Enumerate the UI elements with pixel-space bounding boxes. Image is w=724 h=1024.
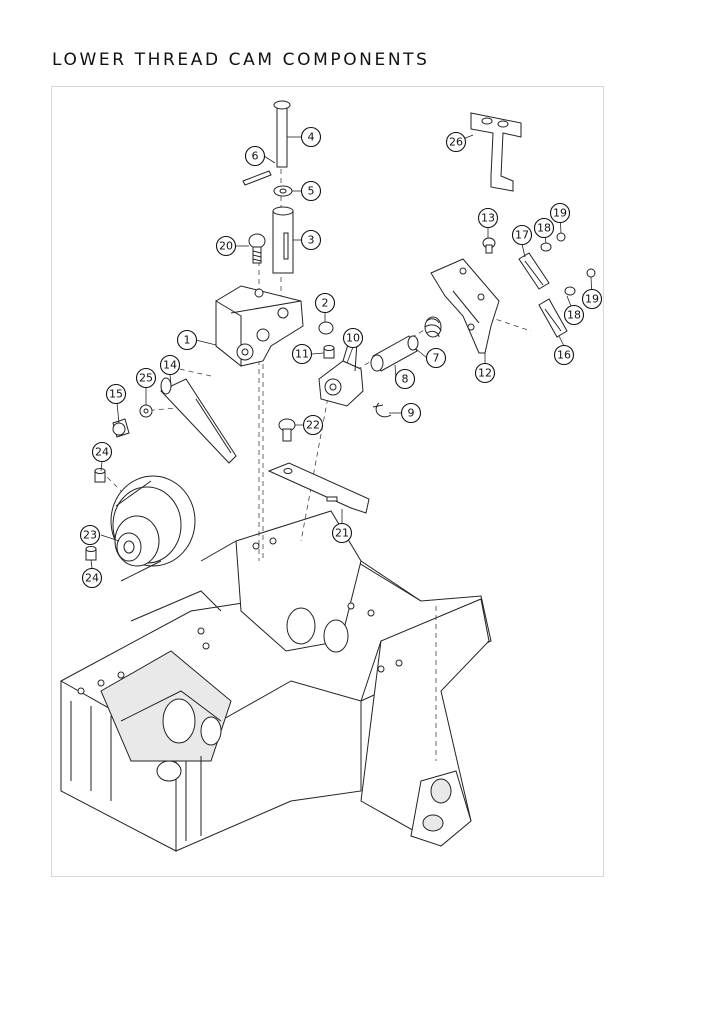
svg-text:5: 5: [308, 185, 315, 198]
svg-text:8: 8: [402, 373, 409, 386]
svg-text:2: 2: [322, 297, 329, 310]
svg-text:13: 13: [481, 212, 495, 225]
callout-19-upper: 19: [549, 202, 571, 224]
callout-26: 26: [445, 131, 467, 153]
callout-8: 8: [394, 368, 416, 390]
svg-text:10: 10: [346, 332, 360, 345]
callout-24-lower: 24: [81, 567, 103, 589]
svg-text:26: 26: [449, 136, 463, 149]
svg-text:14: 14: [163, 359, 177, 372]
callout-22: 22: [302, 414, 324, 436]
diagram-frame: 1 2 3 4 5 6 7 8 9 10 11 12 13 14 15 16 1…: [51, 86, 604, 877]
part-22-screw: [278, 418, 296, 442]
machine-bed: [60, 510, 492, 852]
svg-text:20: 20: [219, 240, 233, 253]
svg-text:19: 19: [553, 207, 567, 220]
part-3-sleeve: [272, 206, 294, 274]
part-14-lever: [160, 377, 237, 464]
svg-text:6: 6: [252, 150, 259, 163]
svg-text:25: 25: [139, 372, 153, 385]
callout-11: 11: [291, 343, 313, 365]
callout-7: 7: [425, 347, 447, 369]
part-16-slide: [538, 298, 568, 338]
part-12-plate: [430, 258, 500, 354]
svg-text:7: 7: [433, 352, 440, 365]
callout-19-lower: 19: [581, 288, 603, 310]
part-18-19-hardware: [540, 232, 596, 296]
callout-12: 12: [474, 362, 496, 384]
svg-text:18: 18: [537, 222, 551, 235]
svg-text:21: 21: [335, 527, 349, 540]
page-title: LOWER THREAD CAM COMPONENTS: [52, 50, 430, 70]
callout-10: 10: [342, 327, 364, 349]
callout-16: 16: [553, 344, 575, 366]
part-13-screw: [482, 237, 496, 254]
svg-text:22: 22: [306, 419, 320, 432]
svg-text:16: 16: [557, 349, 571, 362]
callout-25: 25: [135, 367, 157, 389]
svg-text:19: 19: [585, 293, 599, 306]
svg-text:15: 15: [109, 388, 123, 401]
part-7-spring: [424, 316, 442, 338]
svg-text:4: 4: [308, 131, 315, 144]
svg-text:23: 23: [83, 529, 97, 542]
callout-14: 14: [159, 354, 181, 376]
part-24-setscrews: [85, 468, 106, 561]
callout-6: 6: [244, 145, 266, 167]
part-11-setscrew: [323, 345, 335, 359]
part-20-screw: [248, 233, 266, 264]
callout-13: 13: [477, 207, 499, 229]
callout-15: 15: [105, 383, 127, 405]
part-10-block: [318, 340, 364, 407]
callout-20: 20: [215, 235, 237, 257]
callout-9: 9: [400, 402, 422, 424]
svg-text:18: 18: [567, 309, 581, 322]
svg-text:12: 12: [478, 367, 492, 380]
svg-text:17: 17: [515, 229, 529, 242]
part-5-washer: [273, 185, 293, 197]
part-23-cam: [110, 475, 196, 582]
part-8-collar: [370, 335, 419, 372]
callout-17: 17: [511, 224, 533, 246]
callout-18-lower: 18: [563, 304, 585, 326]
callout-3: 3: [300, 229, 322, 251]
svg-text:3: 3: [308, 234, 315, 247]
callout-1: 1: [176, 329, 198, 351]
callout-4: 4: [300, 126, 322, 148]
part-1-bracket: [215, 285, 304, 368]
callout-18-upper: 18: [533, 217, 555, 239]
part-25-washer: [139, 404, 153, 418]
svg-text:24: 24: [85, 572, 99, 585]
part-9-ering: [372, 402, 392, 418]
part-6-pin: [242, 170, 272, 186]
part-17-slide: [518, 252, 550, 290]
callout-5: 5: [300, 180, 322, 202]
svg-text:1: 1: [184, 334, 191, 347]
exploded-parts-diagram: 1 2 3 4 5 6 7 8 9 10 11 12 13 14 15 16 1…: [60, 100, 603, 852]
part-15-screw: [112, 418, 130, 438]
callout-2: 2: [314, 292, 336, 314]
callout-24-upper: 24: [91, 441, 113, 463]
svg-text:11: 11: [295, 348, 309, 361]
part-21-plate: [267, 462, 370, 514]
part-2-screw: [318, 321, 334, 335]
svg-text:9: 9: [408, 407, 415, 420]
callout-21: 21: [331, 522, 353, 544]
part-26-bracket: [470, 112, 522, 192]
svg-text:24: 24: [95, 446, 109, 459]
part-4-shaft: [273, 100, 291, 168]
callout-23: 23: [79, 524, 101, 546]
